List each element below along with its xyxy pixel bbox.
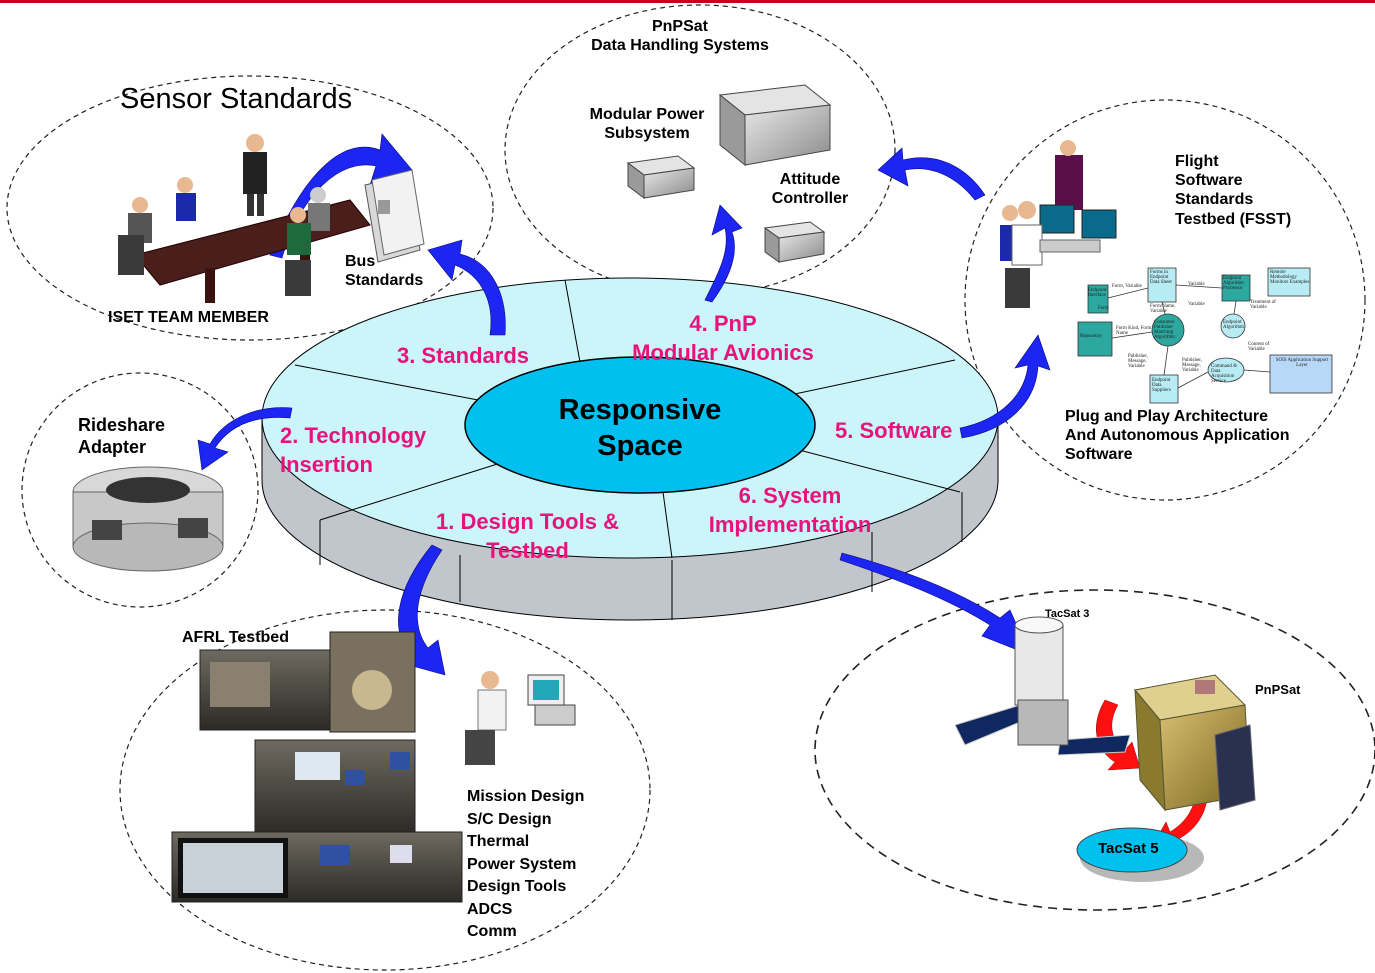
red-arrow-1 bbox=[1096, 699, 1141, 771]
tacsat5-badge bbox=[1076, 827, 1204, 882]
afrl-item: Mission Design bbox=[467, 788, 585, 805]
segment-system-impl: 6. System Implementation bbox=[708, 483, 872, 537]
segment-technology: 2. Technology Insertion bbox=[280, 423, 427, 477]
box-attitude bbox=[763, 221, 826, 263]
central-disk bbox=[261, 277, 999, 621]
fsst-title: Flight Software Standards Testbed (FSST) bbox=[1175, 153, 1292, 228]
sensor-standards-title: Sensor Standards bbox=[120, 83, 353, 115]
fsst-flow-chart bbox=[1077, 267, 1333, 404]
arrow-fsst-to-dh bbox=[877, 147, 986, 201]
modular-power-label: Modular Power Subsystem bbox=[589, 106, 705, 143]
pnpsat-illustration bbox=[1134, 674, 1256, 812]
box-data-handling bbox=[718, 84, 832, 167]
afrl-item: Design Tools bbox=[467, 878, 567, 895]
fsst-caption: Plug and Play Architecture And Autonomou… bbox=[1065, 408, 1290, 464]
dh-boxes bbox=[626, 84, 832, 263]
person-seated-4 bbox=[287, 207, 311, 255]
rideshare-title: Rideshare Adapter bbox=[78, 415, 166, 457]
pnpsat-label: PnPSat bbox=[1255, 682, 1301, 697]
afrl-items: Mission Design S/C Design Thermal Power … bbox=[467, 786, 584, 944]
bus-standards-label: Bus Standards bbox=[345, 253, 424, 290]
segment-standards: 3. Standards bbox=[396, 343, 530, 368]
meeting-illustration bbox=[118, 134, 425, 303]
afrl-title: AFRL Testbed bbox=[182, 629, 289, 646]
afrl-item: Thermal bbox=[467, 833, 530, 850]
tacsat-cluster bbox=[814, 589, 1375, 911]
rideshare-adapter-illustration bbox=[72, 466, 224, 572]
solar-panel-left bbox=[954, 704, 1026, 746]
arrow-standards-to-sensor bbox=[427, 239, 506, 336]
afrl-item: Comm bbox=[467, 923, 517, 940]
pnpsat-solar bbox=[1214, 724, 1256, 811]
afrl-item: Power System bbox=[467, 855, 577, 873]
segment-pnp: 4. PnP Modular Avionics bbox=[632, 311, 814, 365]
top-accent-bar bbox=[0, 0, 1375, 3]
arrow-to-pnpsat bbox=[704, 204, 743, 303]
tacsat5-label: TacSat 5 bbox=[1098, 840, 1159, 857]
box-power bbox=[626, 155, 696, 199]
workstation-illustration bbox=[465, 671, 576, 765]
afrl-item: ADCS bbox=[467, 900, 513, 918]
person-standing bbox=[243, 134, 267, 216]
tacsat3-illustration bbox=[954, 616, 1131, 756]
afrl-item: S/C Design bbox=[467, 810, 552, 828]
afrl-photos bbox=[171, 631, 463, 903]
arrow-to-rideshare bbox=[197, 407, 293, 471]
segment-software: 5. Software bbox=[835, 418, 953, 443]
solar-panel-right bbox=[1057, 734, 1131, 756]
person-seated-3 bbox=[308, 187, 330, 231]
iset-team-label: ISET TEAM MEMBER bbox=[108, 309, 269, 326]
afrl-cluster bbox=[119, 609, 651, 971]
arrow-to-flow bbox=[959, 334, 1051, 439]
hub-line-1: Responsive bbox=[558, 394, 722, 426]
hub-title: Responsive Space bbox=[540, 392, 740, 465]
rideshare-cluster bbox=[21, 372, 259, 608]
person-seated-1 bbox=[176, 177, 196, 221]
attitude-controller-label: Attitude Controller bbox=[771, 171, 849, 208]
dh-title: PnPSat Data Handling Systems bbox=[591, 18, 769, 55]
document-icon bbox=[364, 169, 425, 263]
sensor-standards-cluster bbox=[6, 75, 494, 341]
pnpsat-dh-cluster bbox=[504, 4, 896, 296]
fsst-illustration bbox=[1000, 140, 1117, 308]
arrow-to-tacsat bbox=[839, 552, 1031, 656]
segment-design-tools: 1. Design Tools & Testbed bbox=[436, 509, 619, 563]
hub-ellipse bbox=[464, 356, 816, 494]
hub-line-2: Space bbox=[597, 430, 683, 463]
fsst-cluster bbox=[964, 99, 1366, 501]
tacsat3-label: TacSat 3 bbox=[1045, 608, 1090, 620]
